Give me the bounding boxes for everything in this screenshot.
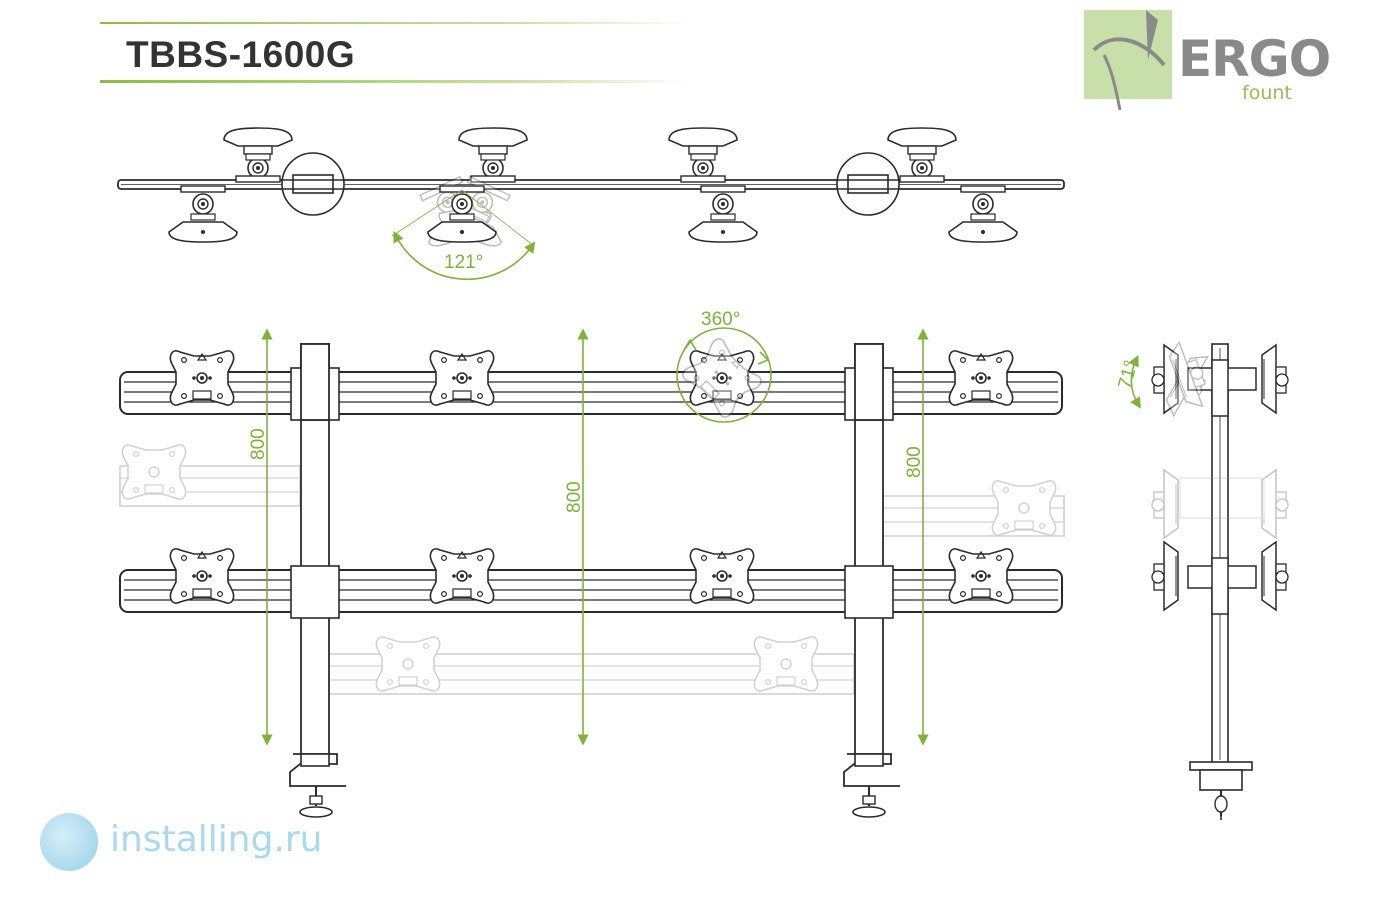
swivel-angle-label: 121°: [444, 252, 483, 273]
watermark-logo-icon: [40, 813, 98, 871]
logo-word: ERGO: [1178, 30, 1331, 88]
logo-subtext: fount: [1242, 82, 1292, 104]
watermark: installing.ru: [20, 805, 322, 877]
front-view: 360° 800 800 800: [119, 309, 1065, 818]
clamp-right: [843, 753, 900, 818]
rotation-indicator: 360°: [676, 309, 772, 423]
tilt-arc: [1128, 354, 1141, 409]
tilt-angle-label: 71°: [1115, 358, 1143, 391]
side-view: 71°: [1115, 337, 1289, 820]
logo-swoosh-icon: [1092, 10, 1166, 111]
title-rule-bottom: [100, 80, 690, 83]
title-rule-top: [100, 22, 690, 24]
bar-row-upper: [119, 343, 1063, 421]
dimension-label-right: 800: [904, 446, 925, 478]
title-block: TBBS-1600G: [100, 22, 690, 84]
side-clamp: [1189, 761, 1253, 820]
logo-mark: [1084, 10, 1172, 111]
brand-logo: ERGO fount: [1084, 8, 1331, 118]
dimension-label-left: 800: [248, 428, 269, 460]
bar-row-lower: [119, 565, 1063, 619]
model-title: TBBS-1600G: [126, 34, 356, 75]
clamp-left: [289, 753, 346, 818]
dimension-label-center: 800: [564, 481, 585, 513]
top-view: 121°: [117, 127, 1065, 281]
swivel-arc: [393, 231, 536, 281]
rotation-angle-label: 360°: [701, 309, 740, 330]
watermark-text: installing.ru: [110, 819, 323, 860]
